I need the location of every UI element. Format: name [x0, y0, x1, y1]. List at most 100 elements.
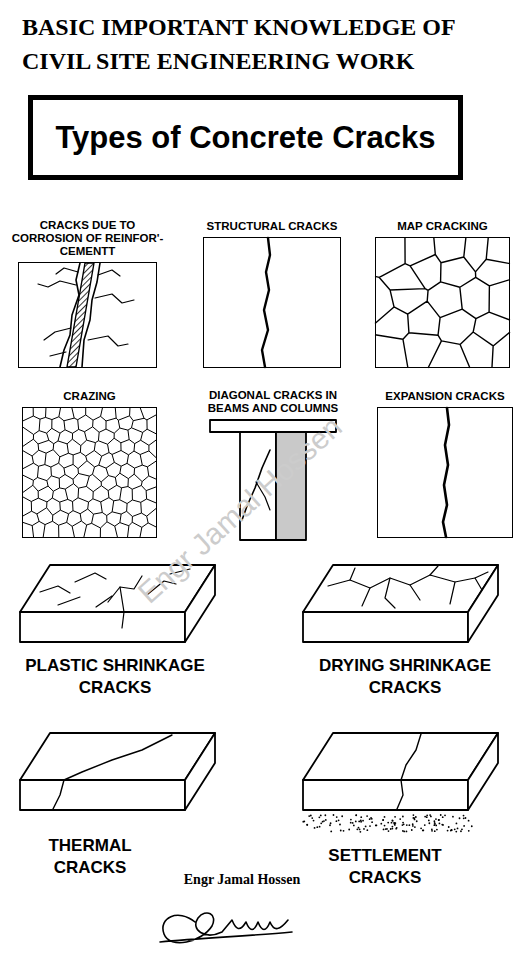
soil-dot	[348, 829, 350, 831]
soil-dot	[451, 829, 453, 831]
soil-dot	[355, 814, 357, 816]
soil-dot	[308, 815, 310, 817]
soil-dot	[424, 824, 426, 826]
panel-frame: CRACKS DUE TO CORROSION OF REINFOR'- CEM…	[18, 262, 157, 368]
thermal-crack	[53, 735, 172, 809]
panel-heading: CRAZING	[20, 390, 160, 403]
watermark: Engr Jamal Hossen	[131, 410, 348, 610]
soil-dot	[468, 820, 470, 822]
soil-dot	[322, 821, 324, 823]
soil-dot	[329, 824, 331, 826]
soil-dot	[391, 826, 393, 828]
soil-dot	[442, 816, 444, 818]
soil-dot	[371, 818, 373, 820]
crack	[350, 568, 355, 580]
soil-dot	[350, 819, 352, 821]
settlement-crack	[397, 734, 421, 809]
soil-dot	[413, 814, 415, 816]
slab-front	[303, 612, 468, 642]
soil-dot	[310, 815, 312, 817]
soil-dot	[436, 829, 438, 831]
soil-dot	[402, 824, 404, 826]
soil-dot	[463, 817, 465, 819]
soil-dot	[384, 816, 386, 818]
soil-dot	[375, 825, 377, 827]
soil-dot	[452, 816, 454, 818]
structural-crack	[262, 238, 270, 367]
soil-dot	[461, 828, 463, 830]
soil-dot	[406, 824, 408, 826]
soil-dot	[380, 823, 382, 825]
soil-dot	[392, 820, 394, 822]
soil-dot	[371, 821, 373, 823]
soil-dot	[422, 829, 424, 831]
soil-dot	[306, 824, 308, 826]
title-box: Types of Concrete Cracks	[28, 95, 463, 180]
soil-dot	[302, 821, 304, 823]
crack	[40, 586, 70, 593]
soil-dot	[358, 827, 360, 829]
soil-dot	[340, 830, 342, 832]
crack	[430, 566, 438, 575]
soil-dot	[459, 817, 461, 819]
soil-dot	[376, 824, 378, 826]
soil-dot	[457, 828, 459, 830]
panel-heading: STRUCTURAL CRACKS	[192, 220, 352, 233]
soil-dot	[324, 814, 326, 816]
soil-dot	[448, 826, 450, 828]
soil-dot	[412, 825, 414, 827]
soil-dot	[394, 816, 396, 818]
soil-dot	[343, 830, 345, 832]
soil-dot	[416, 820, 418, 822]
soil-dot	[353, 825, 355, 827]
soil-dot	[306, 824, 308, 826]
slab-side	[468, 565, 498, 642]
soil-dot	[435, 825, 437, 827]
soil-dot	[370, 817, 372, 819]
soil-dot	[455, 831, 457, 833]
crack	[96, 596, 112, 607]
soil-dot	[450, 830, 452, 832]
soil-dot	[471, 825, 473, 827]
soil-dot	[442, 824, 444, 826]
soil-dot	[413, 817, 415, 819]
crack	[75, 573, 106, 582]
soil-dot	[365, 826, 367, 828]
soil-dot	[319, 826, 321, 828]
soil-dot	[412, 823, 414, 825]
crack	[410, 585, 420, 600]
soil-dot	[350, 822, 352, 824]
soil-dot	[434, 830, 436, 832]
crack-type-label: DRYING SHRINKAGE CRACKS	[300, 655, 510, 699]
crack-cells	[22, 407, 157, 538]
soil-dot	[382, 819, 384, 821]
soil-dot	[383, 829, 385, 831]
soil-dot	[330, 822, 332, 824]
soil-dot	[463, 825, 465, 827]
crack	[120, 587, 124, 628]
crack	[362, 588, 370, 606]
soil-dot	[352, 822, 354, 824]
soil-dot	[359, 829, 361, 831]
crack-type-label: SETTLEMENT CRACKS	[310, 845, 460, 889]
soil-dot	[412, 817, 414, 819]
soil-dot	[428, 820, 430, 822]
branch-crack	[98, 270, 120, 276]
soil-dot	[359, 831, 361, 833]
soil-dot	[394, 822, 396, 824]
soil-dot	[386, 828, 388, 830]
branch-crack	[88, 336, 128, 346]
soil-dot	[391, 828, 393, 830]
soil-dot	[431, 830, 433, 832]
soil-dot	[438, 819, 440, 821]
panel-frame: EXPANSION CRACKS	[377, 407, 513, 538]
soil-dot	[439, 823, 441, 825]
crack	[450, 582, 455, 604]
slab-side	[468, 733, 498, 810]
crack-cells	[375, 237, 510, 368]
page-heading: BASIC IMPORTANT KNOWLEDGE OF CIVIL SITE …	[22, 10, 517, 78]
soil-dot	[338, 819, 340, 821]
soil-dot	[460, 830, 462, 832]
crack-type-label: PLASTIC SHRINKAGE CRACKS	[5, 655, 225, 699]
